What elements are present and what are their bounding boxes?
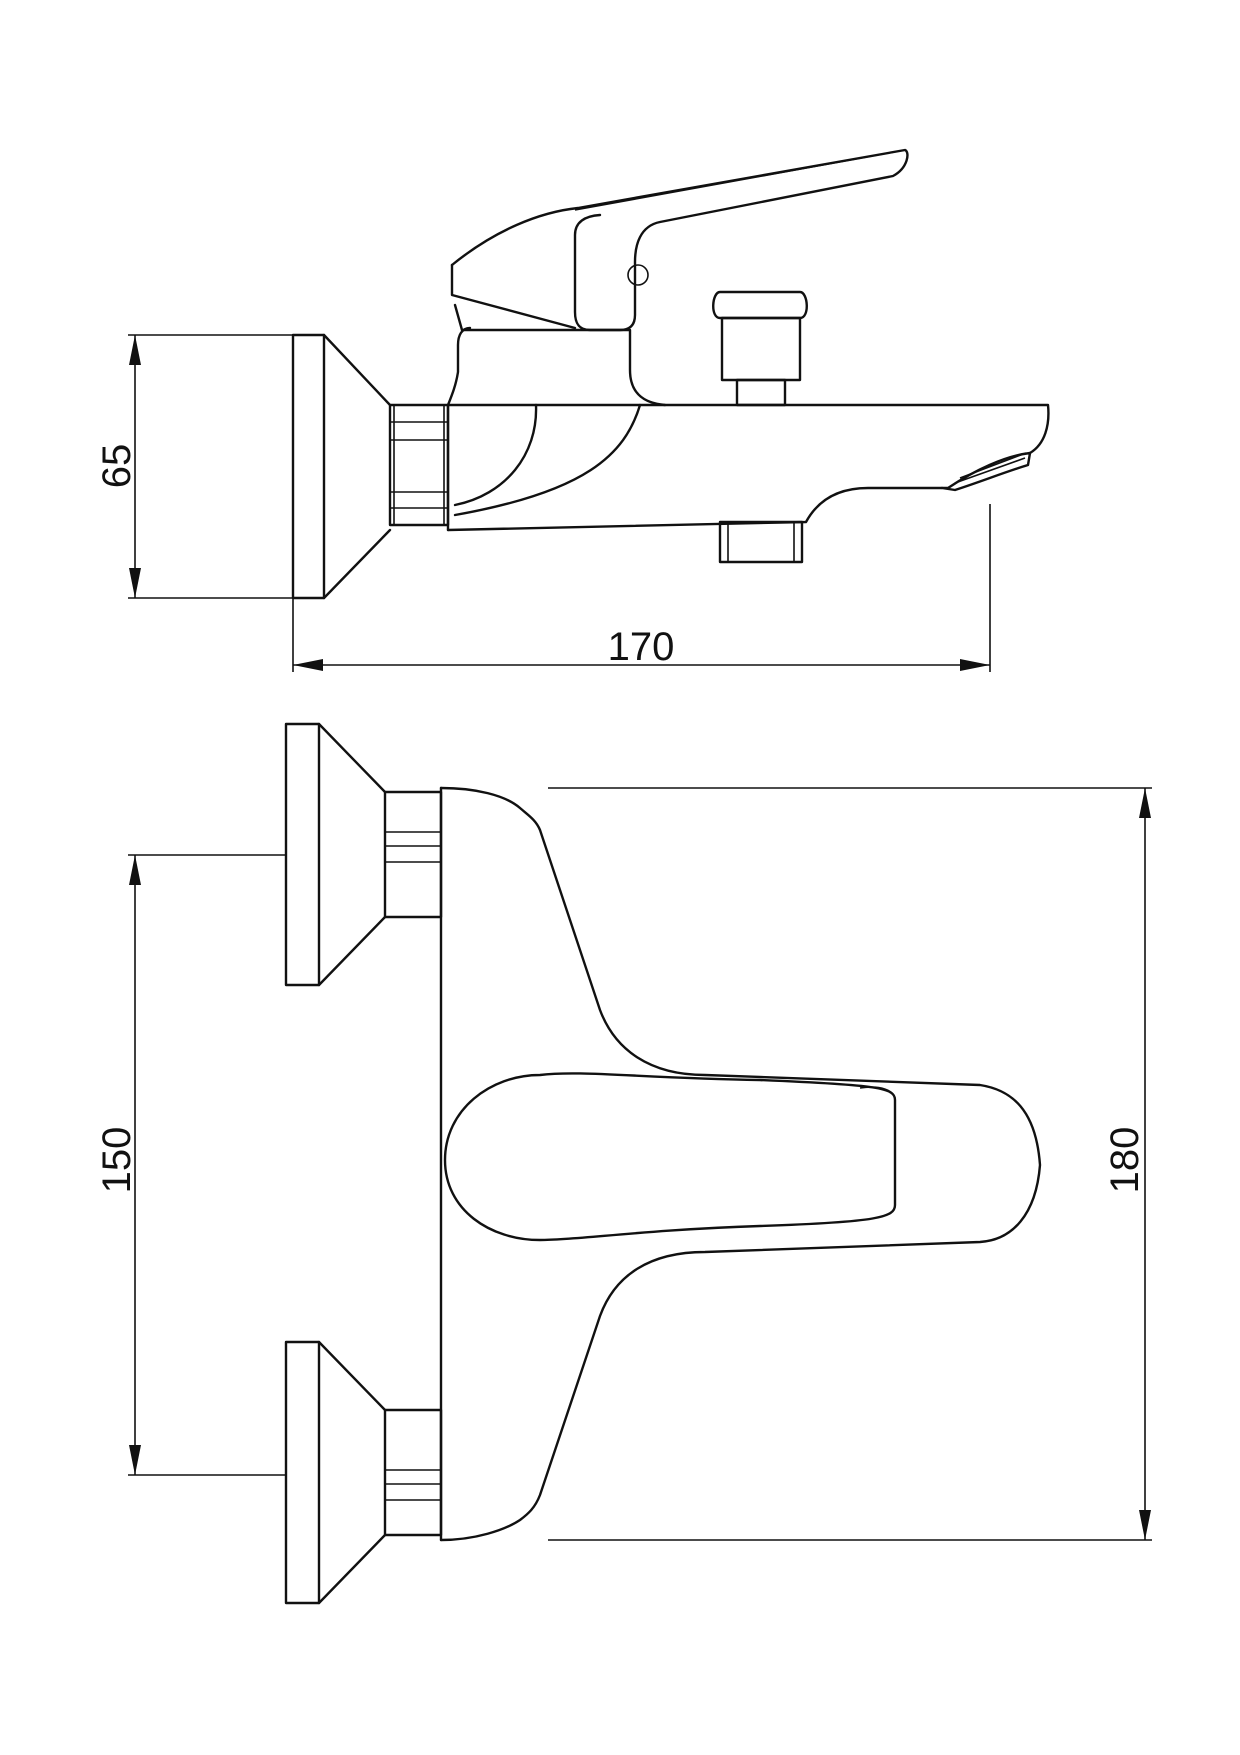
top-lower-connector [383,1408,443,1537]
top-lower-wall-flange [284,1340,387,1605]
side-lever-handle [450,148,909,332]
top-view: 150 180 [95,722,1152,1605]
dimension-label-65: 65 [95,444,139,489]
dimension-label-180: 180 [1103,1127,1147,1194]
side-cartridge-housing [453,303,667,407]
dimension-width-180: 180 [548,787,1152,1541]
dimension-spacing-150: 150 [95,854,286,1476]
side-spout-outlet [940,451,1032,492]
side-shower-outlet [718,520,804,564]
side-elevation-view: 65 170 [95,148,1050,672]
side-mixer-body [446,326,1050,532]
top-mixer-body [439,786,1042,1542]
top-upper-wall-flange [284,722,387,987]
side-wall-flange [291,333,392,600]
dimension-length-170: 170 [292,504,991,672]
top-lever-handle [443,1072,897,1242]
dimension-height-65: 65 [95,334,293,599]
side-diverter-knob [712,290,808,407]
side-eccentric-connector [388,403,450,527]
top-upper-connector [383,790,443,919]
dimension-label-150: 150 [95,1127,139,1194]
dimension-label-170: 170 [608,625,675,669]
